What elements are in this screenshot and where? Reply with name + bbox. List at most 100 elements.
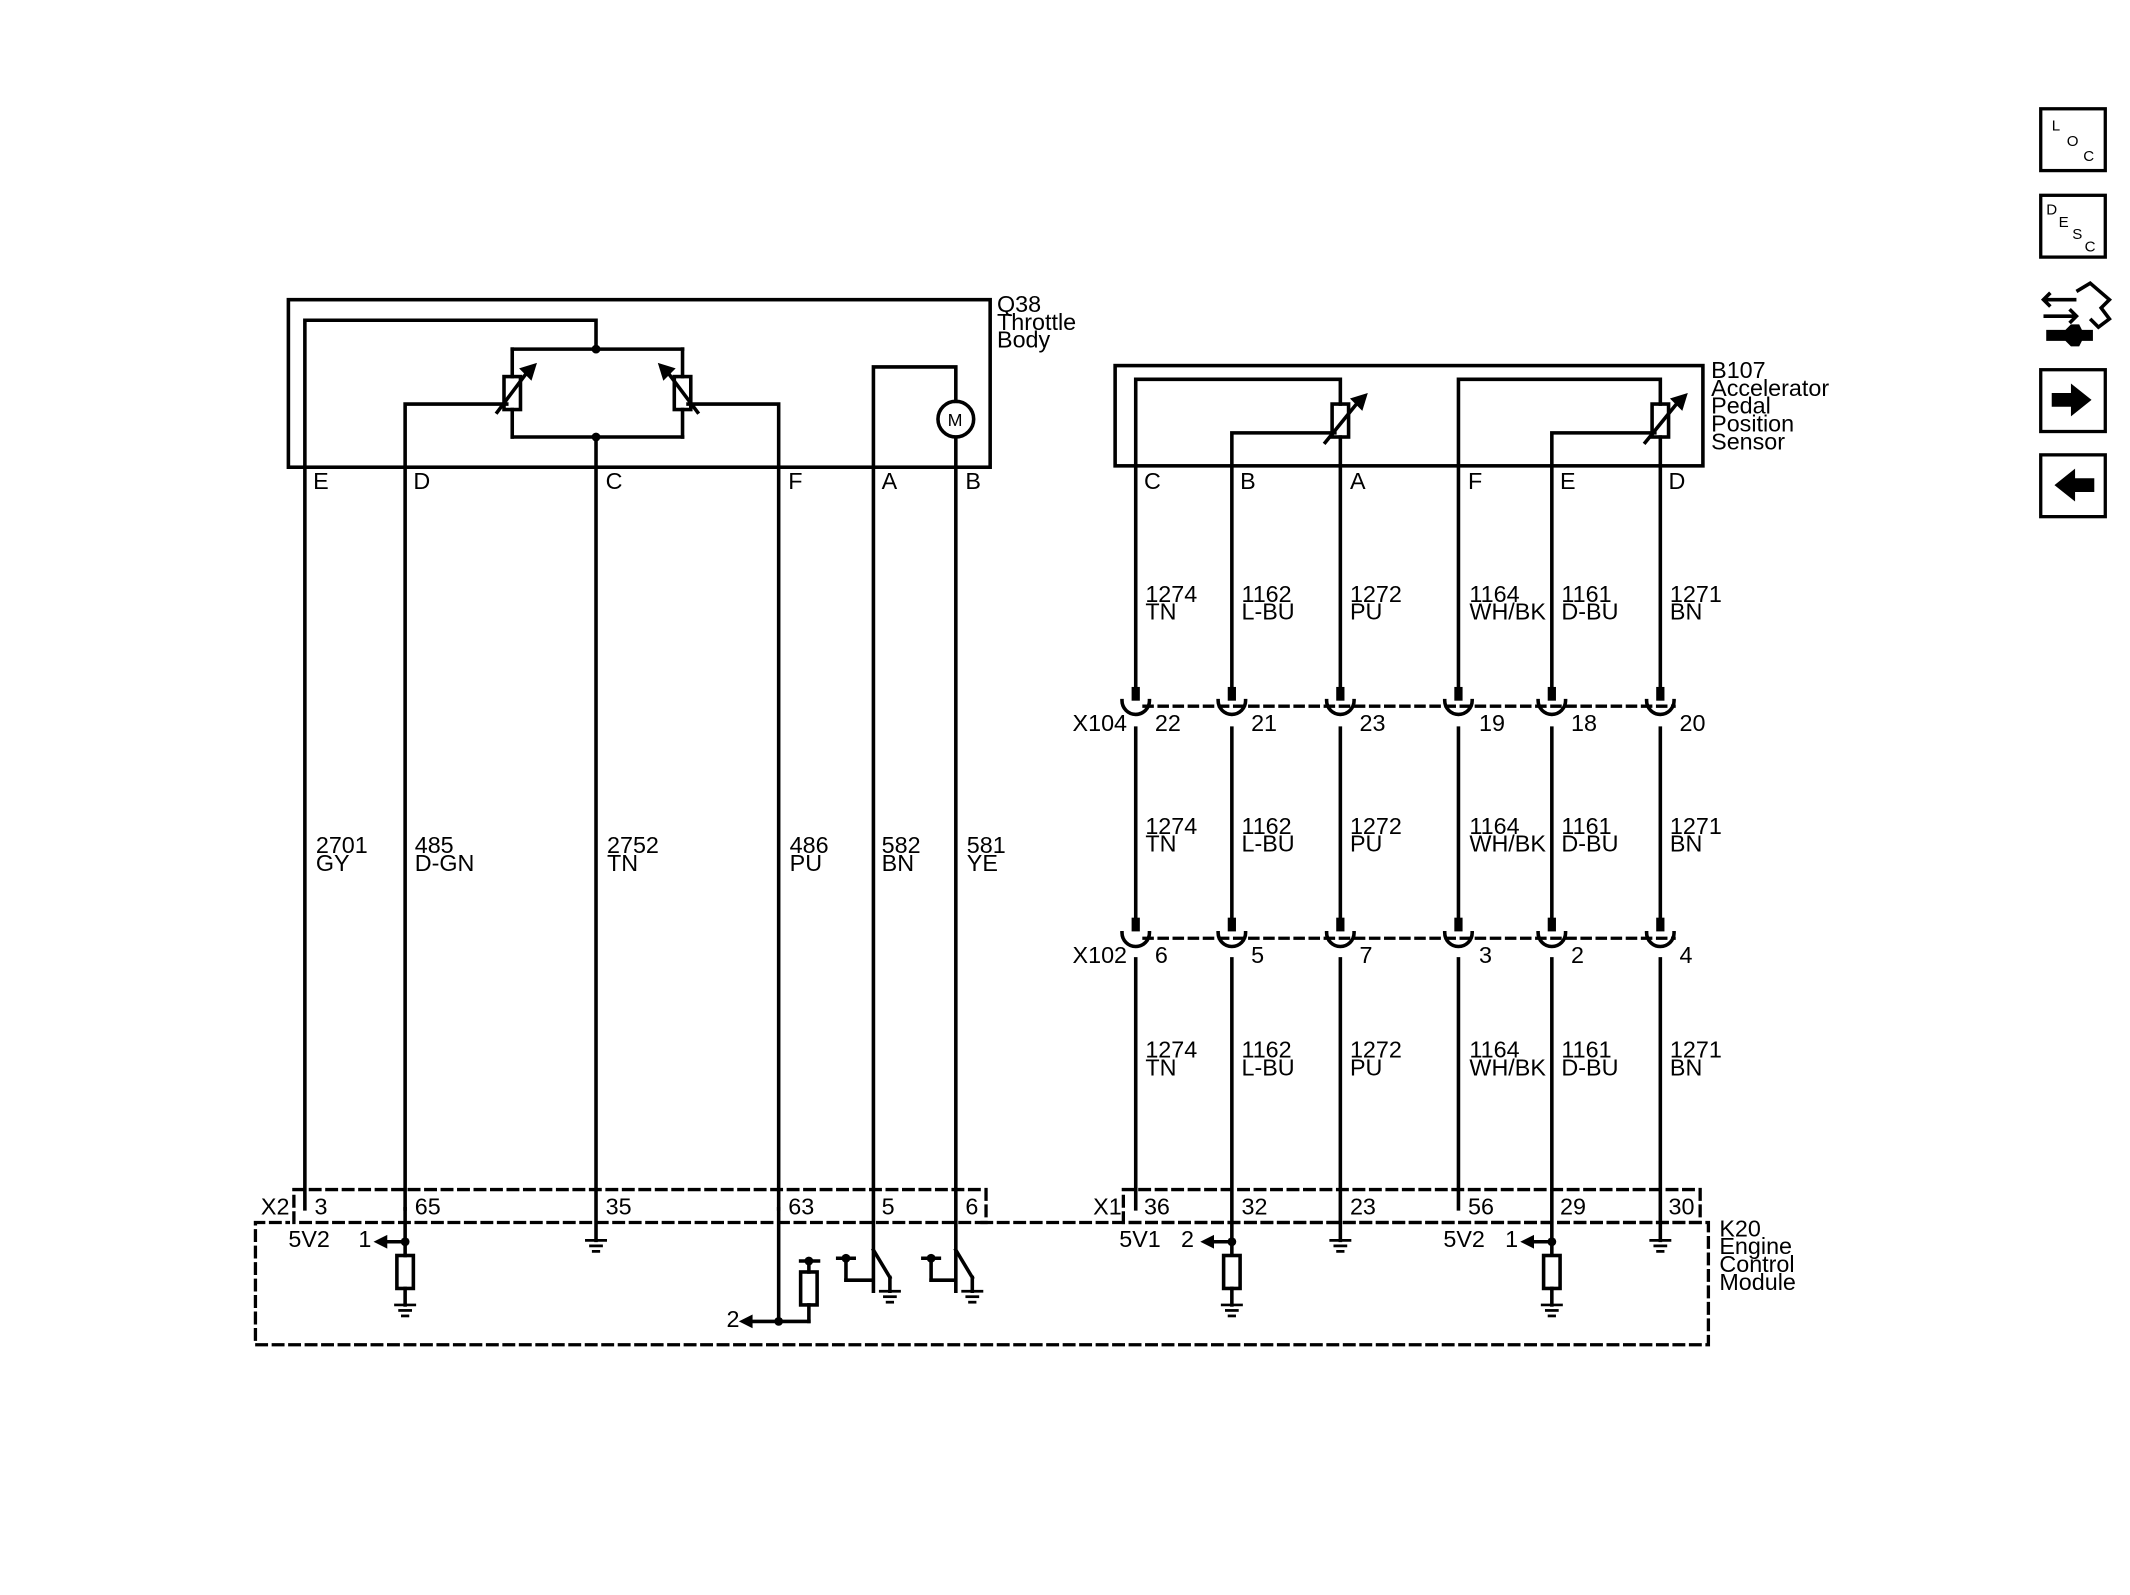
throttle-pin-label: B <box>965 468 981 494</box>
ground-icon <box>394 1303 417 1318</box>
x2-pin: 5 <box>882 1193 895 1219</box>
x1-name: X1 <box>1093 1193 1122 1219</box>
ground-icon <box>1220 1303 1243 1318</box>
x104-pin: 18 <box>1571 710 1597 736</box>
location-letter: L <box>2052 118 2060 135</box>
pedal-sensor-component <box>1113 363 1705 689</box>
ground-icon <box>585 1239 608 1253</box>
pedal-pin-label: F <box>1468 468 1482 494</box>
x102-pin: 7 <box>1360 942 1373 968</box>
nav-panel: L O C D E S C <box>2037 107 2115 519</box>
ground-icon <box>1329 1239 1352 1253</box>
pedal-pin-label: E <box>1560 468 1576 494</box>
x102-name: X102 <box>1073 942 1127 968</box>
description-letter: S <box>2072 226 2082 243</box>
ecm-ref-label: 5V2 <box>1443 1226 1485 1252</box>
x2-pin: 35 <box>606 1193 632 1219</box>
x2-pin: 6 <box>965 1193 978 1219</box>
ecm-arrow-label: 1 <box>1505 1226 1518 1252</box>
ecm-internals <box>382 1207 1562 1324</box>
throttle-pin-label: E <box>313 468 329 494</box>
throttle-motor-icon <box>936 399 976 439</box>
x102-pin: 4 <box>1680 942 1693 968</box>
ref-arrow-icon <box>738 1314 753 1329</box>
x102-pin: 3 <box>1479 942 1492 968</box>
x1-pin: 29 <box>1560 1193 1586 1219</box>
description-letter: E <box>2059 214 2069 231</box>
ecm-ref-label: 5V1 <box>1119 1226 1161 1252</box>
motor-label: M <box>948 410 963 430</box>
x2-pin: 65 <box>415 1193 441 1219</box>
x1-pin: 32 <box>1241 1193 1267 1219</box>
x102-connector <box>1120 930 1676 949</box>
throttle-body-name: Q38 Throttle Body <box>997 291 1083 353</box>
pedal-wire-segments <box>1133 726 1663 1255</box>
x104-pin: 20 <box>1680 710 1706 736</box>
x2-pin: 3 <box>314 1193 327 1219</box>
ref-arrow-icon <box>373 1234 388 1249</box>
throttle-pin-label: D <box>413 468 430 494</box>
x1-pin: 30 <box>1669 1193 1695 1219</box>
description-letter: D <box>2046 202 2057 219</box>
next-page-button[interactable] <box>2039 368 2107 434</box>
x104-connector <box>1120 698 1676 717</box>
x104-pin: 23 <box>1360 710 1386 736</box>
ecm-name: K20 Engine Control Module <box>1719 1215 1801 1295</box>
repair-wrench-icon <box>2040 281 2113 330</box>
location-button[interactable]: L O C <box>2039 107 2107 173</box>
tps2-sensor-resistor <box>672 374 693 412</box>
repair-button[interactable] <box>2037 274 2115 352</box>
location-letter: C <box>2083 148 2094 165</box>
description-button[interactable]: D E S C <box>2039 193 2107 259</box>
previous-page-button[interactable] <box>2039 453 2107 519</box>
x104-pin: 22 <box>1155 710 1181 736</box>
ground-icon <box>961 1289 984 1304</box>
x2-name: X2 <box>261 1193 290 1219</box>
ref-arrow-icon <box>1520 1234 1534 1249</box>
x104-pin: 19 <box>1479 710 1505 736</box>
ecm-arrow-label: 1 <box>358 1226 371 1252</box>
pedal-sensor-name: B107 Accelerator Pedal Position Sensor <box>1711 357 1835 454</box>
throttle-pin-label: F <box>788 468 802 494</box>
ecm-arrow-label: 2 <box>1181 1226 1194 1252</box>
pedal-pin-label: C <box>1144 468 1161 494</box>
x102-pin: 2 <box>1571 942 1584 968</box>
ecm-boundary <box>253 1187 1711 1347</box>
ecm-ref-label: 5V2 <box>288 1226 330 1252</box>
ground-icon <box>1649 1239 1672 1253</box>
x104-name: X104 <box>1073 710 1128 736</box>
throttle-pin-label: C <box>606 468 623 494</box>
description-letter: C <box>2085 239 2096 256</box>
arrow-left-icon <box>2054 468 2095 502</box>
ground-icon <box>878 1289 901 1304</box>
tps1-sensor-resistor <box>502 374 523 412</box>
splice-dots <box>373 344 1688 1329</box>
ground-icon <box>1540 1303 1563 1318</box>
throttle-body-component <box>286 297 992 1293</box>
ecm-arrow-label: 2 <box>726 1306 739 1332</box>
x1-pin: 36 <box>1144 1193 1170 1219</box>
pedal-pin-label: B <box>1240 468 1256 494</box>
ref-arrow-icon <box>1200 1234 1215 1249</box>
